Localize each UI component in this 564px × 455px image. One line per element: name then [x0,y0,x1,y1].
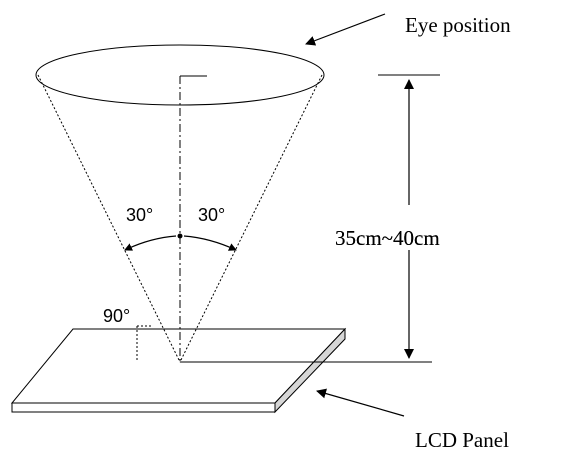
left-angle-label: 30° [126,205,153,225]
right-angle-arc [183,235,237,251]
cone-left-edge [37,74,181,363]
lcd-panel [10,327,347,414]
eye-position-pointer [305,13,386,46]
arc-center-dot [177,233,183,239]
lcd-panel-label: LCD Panel [415,428,509,452]
lcd-panel-pointer [316,388,405,417]
left-angle-arc [124,235,177,251]
distance-label-fg: 35cm~40cm [335,226,440,250]
distance-dimension [378,74,440,359]
ninety-degree-label: 90° [103,306,130,326]
lcd-panel-side [274,327,346,414]
cone-right-edge [179,74,323,363]
eye-position-label: Eye position [405,13,511,37]
lcd-panel-front [11,402,276,413]
angle-arcs [124,233,237,251]
lcd-panel-top [10,328,347,404]
right-angle-label: 30° [198,205,225,225]
right-angle-marker [136,325,151,362]
distance-label: 35cm~40cm [335,226,440,250]
viewing-cone [35,44,325,363]
